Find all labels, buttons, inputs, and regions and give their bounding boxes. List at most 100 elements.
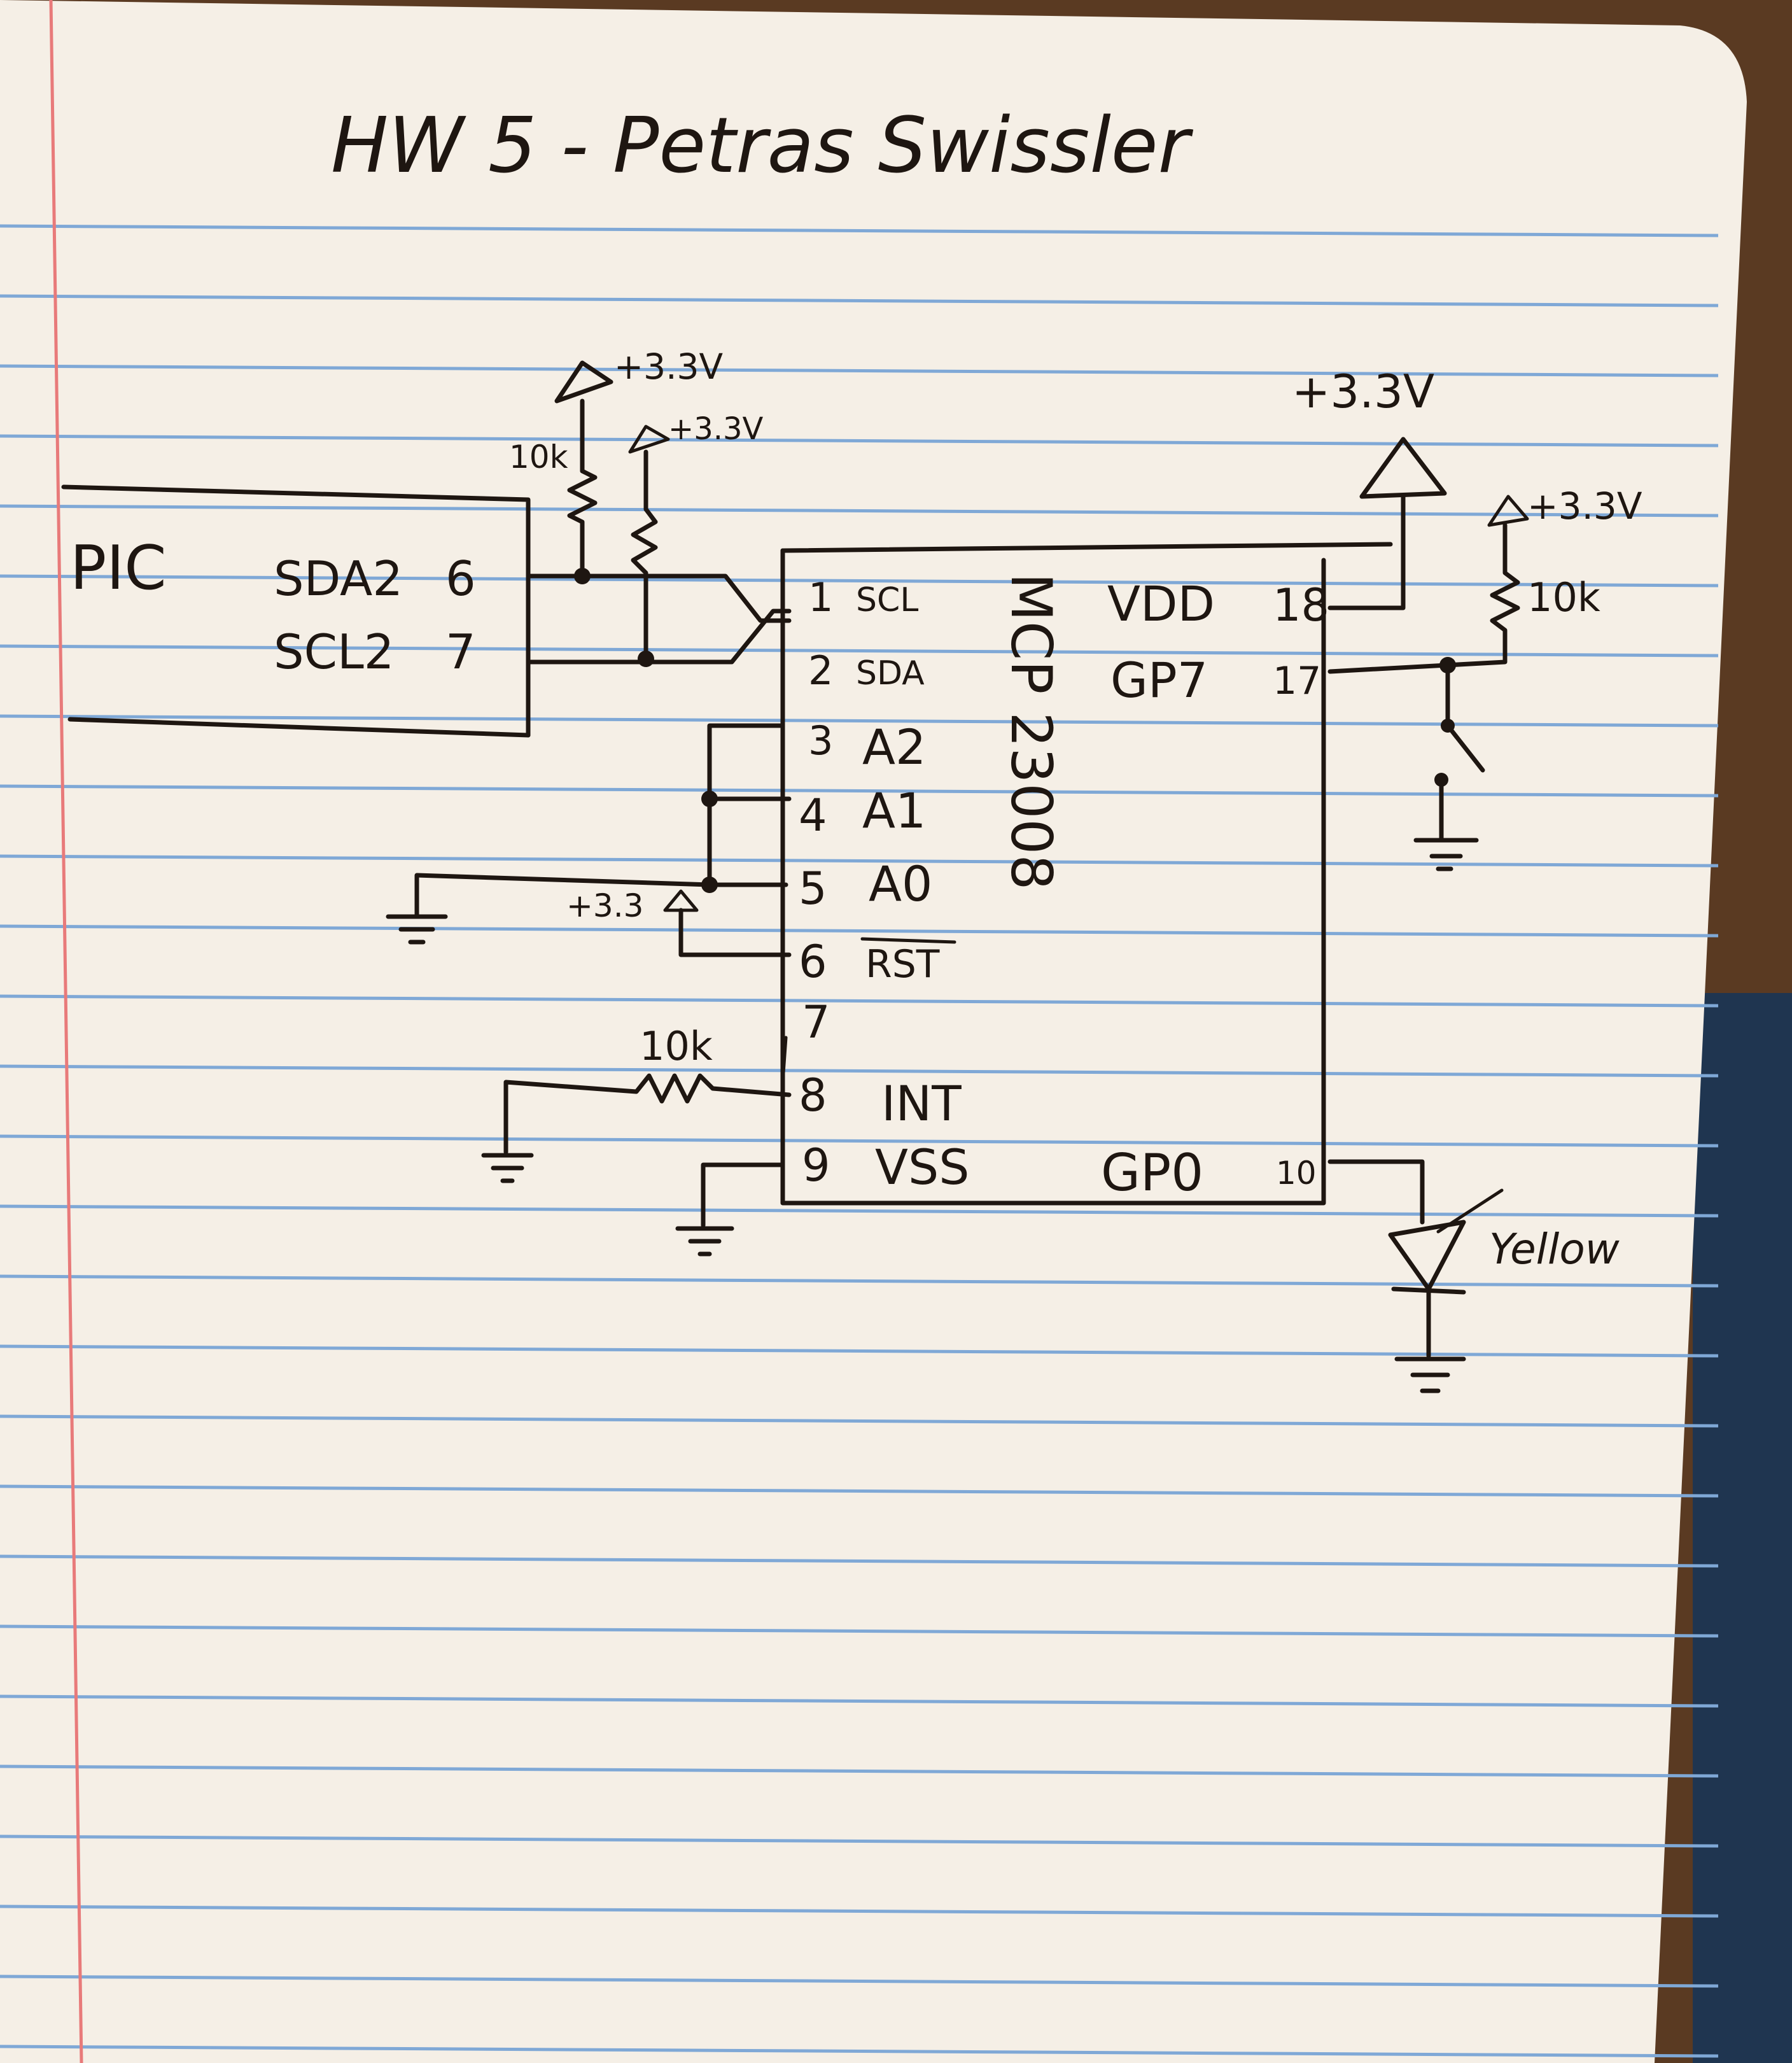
rule-line bbox=[0, 574, 1719, 588]
rule-line bbox=[0, 924, 1719, 938]
gp7-wiring: +3.3V 10k bbox=[1327, 484, 1642, 871]
pin-6-name: RST bbox=[865, 942, 940, 987]
pin-9-name: VSS bbox=[875, 1139, 969, 1195]
sda-wire bbox=[526, 574, 792, 623]
int-resistor-label: 10k bbox=[640, 1023, 713, 1069]
pin-8-number: 8 bbox=[799, 1069, 827, 1122]
pin-5-name: A0 bbox=[869, 855, 932, 912]
pin-6-overbar bbox=[860, 937, 956, 944]
int-resistor bbox=[503, 1073, 792, 1155]
pullup-sda-resistor bbox=[567, 398, 598, 579]
rule-line bbox=[0, 1694, 1719, 1708]
gp0-led: Yellow bbox=[1327, 1159, 1620, 1393]
pin-gp7-number: 17 bbox=[1273, 659, 1321, 703]
vss-wire bbox=[701, 1162, 785, 1228]
led-emission-arrow bbox=[1436, 1188, 1504, 1234]
pic-pin-scl2-number: 7 bbox=[445, 624, 476, 680]
pin-vdd-number: 18 bbox=[1273, 579, 1329, 631]
pin-2-name: SDA bbox=[856, 654, 925, 693]
pin-3-number: 3 bbox=[808, 717, 833, 764]
rule-line bbox=[0, 1414, 1719, 1428]
gp7-resistor-label: 10k bbox=[1527, 574, 1600, 621]
rule-line bbox=[0, 1134, 1719, 1148]
chip-top-edge bbox=[780, 542, 1393, 553]
vdd-wiring: +3.3V bbox=[1292, 365, 1447, 610]
chip-name: MCP 23008 bbox=[998, 573, 1064, 890]
a1-junction bbox=[701, 791, 718, 807]
rule-line bbox=[0, 1204, 1719, 1218]
gp0-wire bbox=[1327, 1159, 1425, 1225]
pin-6-number: 6 bbox=[799, 936, 827, 988]
pin-7-number: 7 bbox=[802, 996, 830, 1048]
pin-gp0-number: 10 bbox=[1276, 1155, 1317, 1192]
address-wiring bbox=[386, 723, 792, 945]
pic-outline-bottom bbox=[67, 717, 531, 738]
pic-pin-scl2-name: SCL2 bbox=[274, 624, 394, 680]
pic-pin-sda2-name: SDA2 bbox=[274, 551, 403, 607]
rule-line bbox=[0, 1905, 1719, 1918]
vss-ground-symbol bbox=[675, 1226, 734, 1257]
pin-1-name: SCL bbox=[856, 581, 918, 619]
rule-line bbox=[0, 1975, 1719, 1988]
notebook-page bbox=[0, 0, 1747, 2063]
rst-supply-label: +3.3 bbox=[566, 887, 643, 924]
pin-gp7-name: GP7 bbox=[1110, 652, 1208, 708]
pullup-scl-supply-arrow bbox=[628, 425, 670, 454]
pullup-sda: +3.3V 10k bbox=[509, 346, 724, 579]
gp7-supply-arrow bbox=[1487, 495, 1529, 527]
mcp23008-chip: MCP 23008 1 SCL 2 SDA 3 A2 4 A1 5 A0 6 R… bbox=[780, 542, 1393, 1206]
pin-8-name: INT bbox=[881, 1075, 962, 1132]
pin-vdd-name: VDD bbox=[1107, 575, 1215, 632]
rule-line bbox=[0, 1764, 1719, 1778]
rule-line bbox=[0, 1624, 1719, 1638]
pin-5-number: 5 bbox=[799, 863, 827, 915]
rule-line bbox=[0, 224, 1719, 237]
pullup-sda-supply-label: +3.3V bbox=[614, 346, 724, 387]
rst-wiring: +3.3 bbox=[566, 887, 792, 957]
rule-line bbox=[0, 2045, 1719, 2058]
int-wiring: 10k bbox=[481, 1023, 792, 1183]
address-ground-wire bbox=[414, 873, 712, 919]
pullup-scl-resistor bbox=[631, 449, 658, 661]
pin-1-number: 1 bbox=[808, 574, 833, 621]
rule-line bbox=[0, 714, 1719, 728]
rule-line bbox=[0, 1344, 1719, 1358]
led-ground-symbol bbox=[1394, 1356, 1466, 1393]
led-triangle bbox=[1388, 1220, 1466, 1292]
vdd-supply-label: +3.3V bbox=[1292, 365, 1434, 418]
pin-4-name: A1 bbox=[862, 782, 926, 839]
rule-line bbox=[0, 1064, 1719, 1078]
switch-lever bbox=[1445, 723, 1485, 773]
pullup-resistor-label: 10k bbox=[509, 439, 568, 475]
rule-line bbox=[0, 854, 1719, 868]
vss-wiring bbox=[675, 1162, 785, 1257]
pic-block: PIC SDA2 6 SCL2 7 bbox=[61, 484, 531, 738]
rule-line bbox=[0, 1554, 1719, 1568]
ruled-lines bbox=[0, 224, 1719, 2058]
pic-outline-top bbox=[61, 484, 531, 738]
pin-4-number: 4 bbox=[799, 789, 827, 841]
pin-3-name: A2 bbox=[862, 719, 926, 775]
rule-line bbox=[0, 994, 1719, 1008]
rule-line bbox=[0, 504, 1719, 518]
pin-7-tick bbox=[781, 1036, 788, 1084]
rule-line bbox=[0, 644, 1719, 658]
margin-line bbox=[49, 0, 83, 2063]
gp7-supply-label: +3.3V bbox=[1527, 484, 1642, 528]
pic-label: PIC bbox=[70, 533, 167, 603]
fabric-background bbox=[1693, 993, 1792, 2063]
rule-line bbox=[0, 1484, 1719, 1498]
gp7-pullup-resistor bbox=[1327, 523, 1520, 674]
rst-supply-arrow bbox=[663, 889, 699, 912]
pin-gp0-name: GP0 bbox=[1101, 1143, 1203, 1202]
vdd-supply-arrow bbox=[1359, 437, 1447, 499]
pic-pin-sda2-number: 6 bbox=[445, 551, 476, 607]
switch-ground-symbol bbox=[1413, 838, 1479, 871]
pullup-sda-supply-arrow bbox=[554, 360, 613, 404]
chip-body bbox=[780, 548, 1326, 1206]
rule-line bbox=[0, 364, 1719, 377]
int-ground-symbol bbox=[481, 1153, 534, 1183]
vdd-wire bbox=[1327, 494, 1406, 610]
page-title: HW 5 - Petras Swissler bbox=[331, 102, 1194, 190]
